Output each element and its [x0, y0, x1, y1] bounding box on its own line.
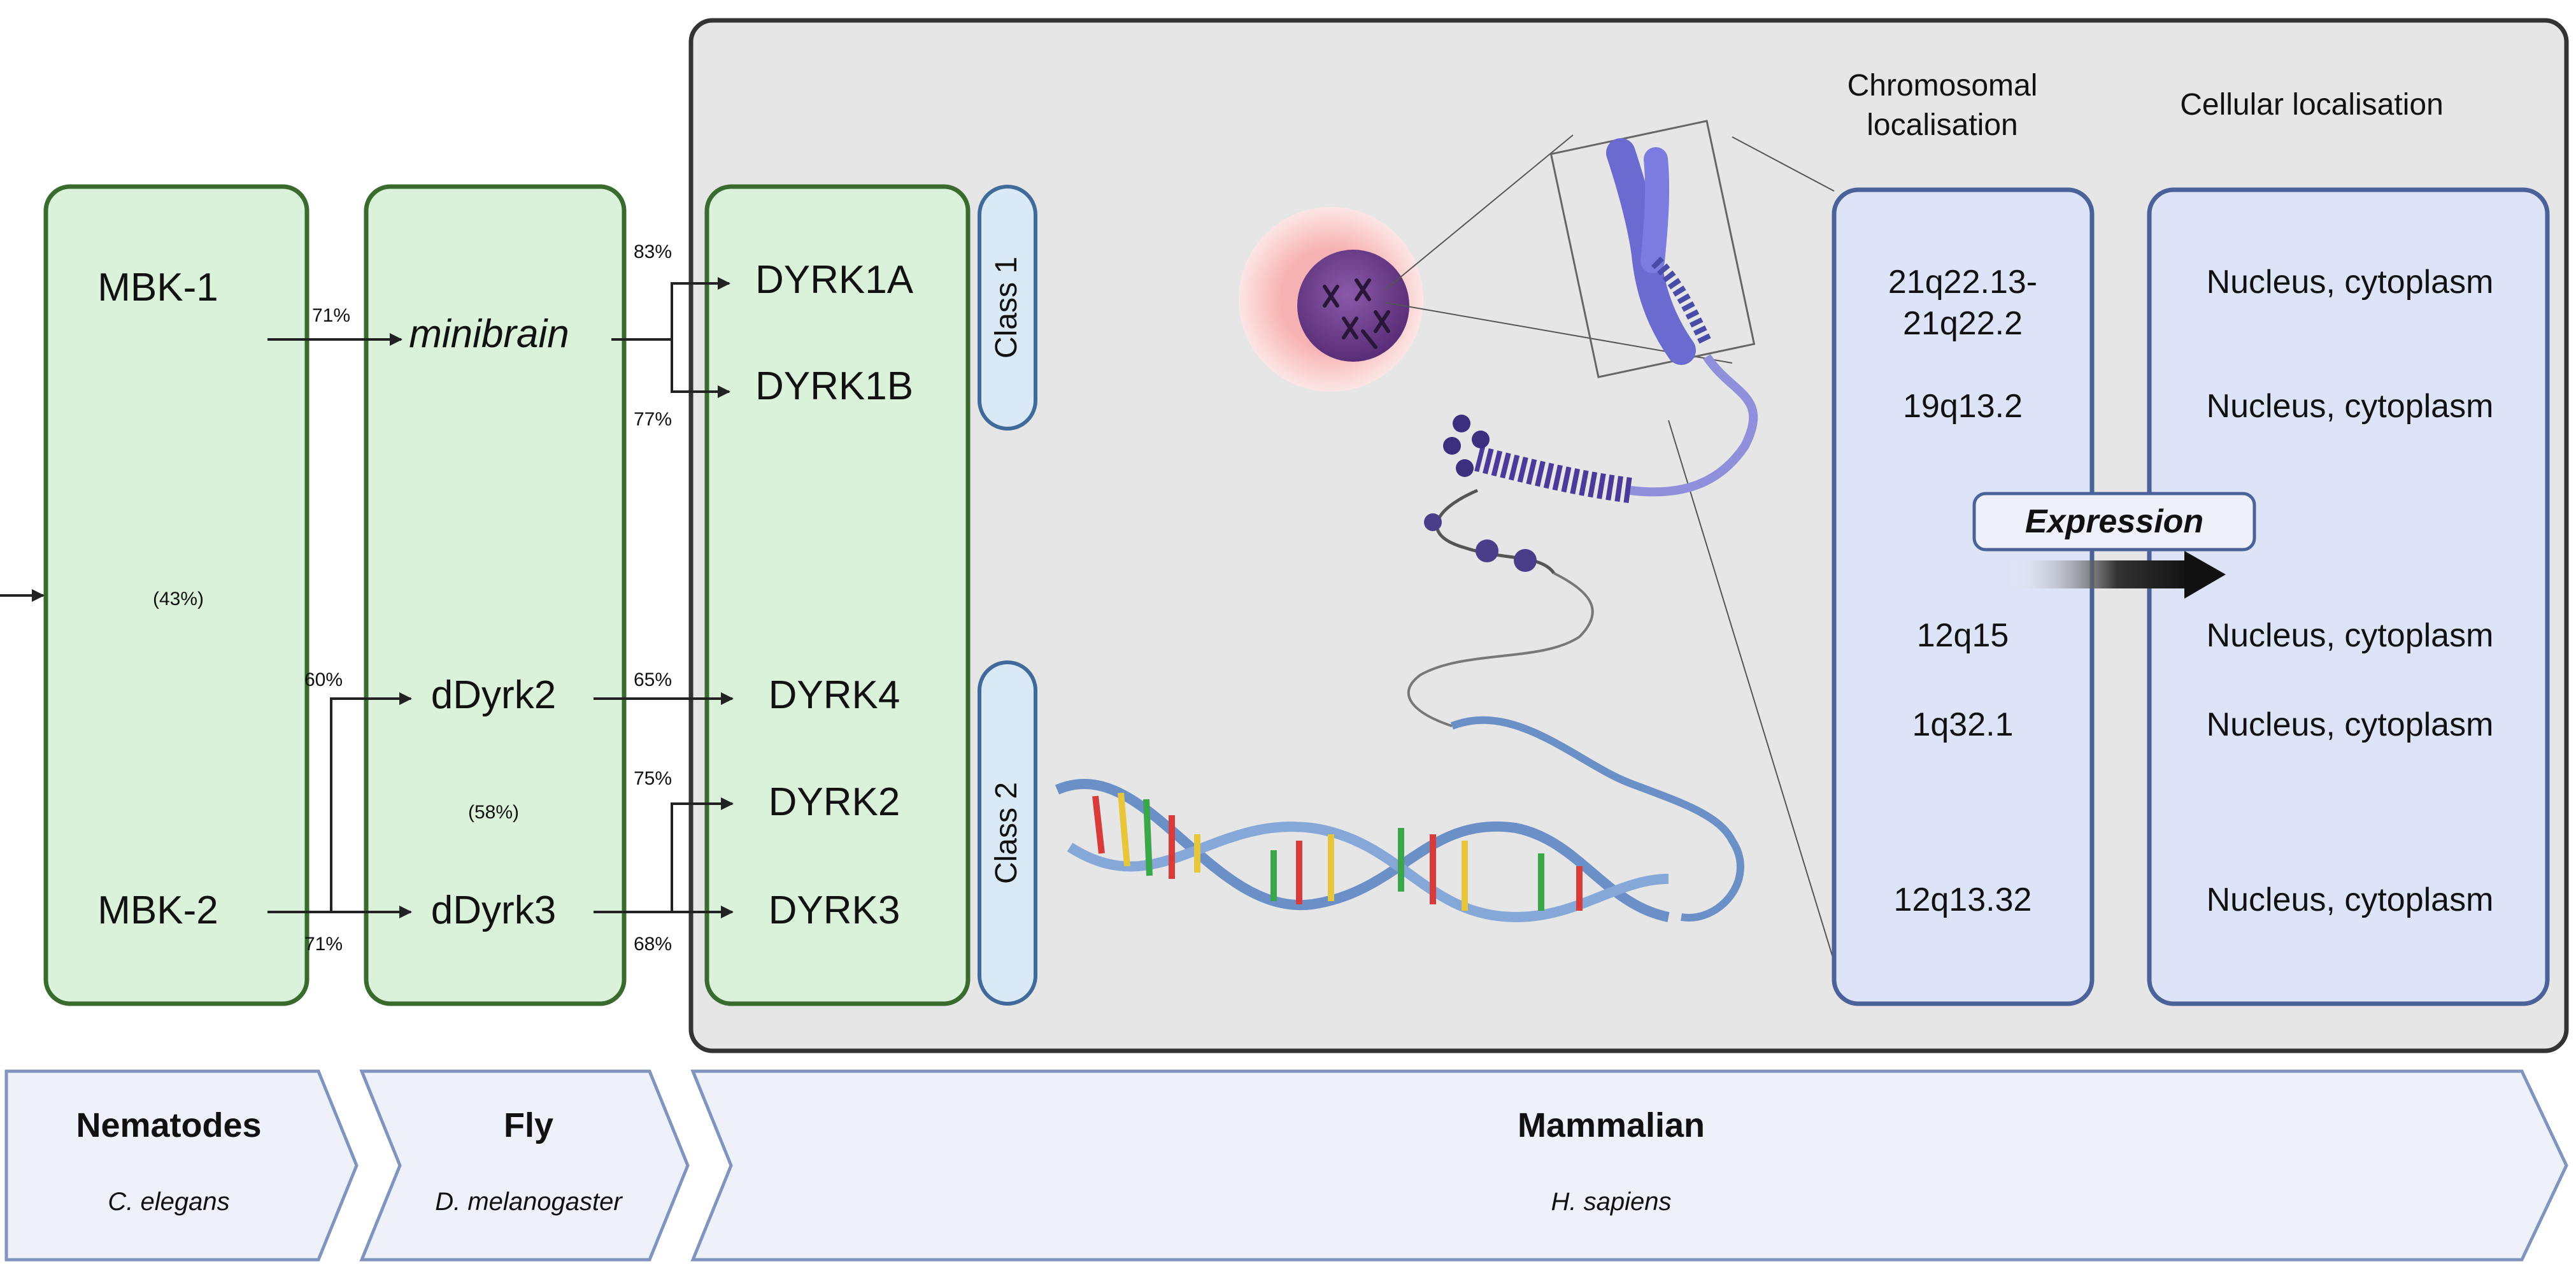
cellular-header: Cellular localisation — [2180, 88, 2444, 122]
chrom-dyrk4: 12q15 — [1917, 617, 2009, 654]
gene-mbk2: MBK-2 — [97, 888, 218, 932]
taxa-chevron-nematodes: Nematodes C. elegans — [4, 1069, 359, 1262]
zoom-line-top — [1732, 136, 1835, 192]
gene-dyrk4: DYRK4 — [769, 673, 900, 717]
fly-identity: (58%) — [468, 802, 519, 823]
chromatin-fiber — [1407, 354, 1758, 727]
gene-dyrk2: DYRK2 — [769, 780, 900, 824]
pct-mbk2-ddyrk3: 71% — [304, 934, 343, 955]
chrom-dyrk1b: 19q13.2 — [1903, 388, 2023, 425]
pct-ddyrk3-dyrk2: 75% — [634, 768, 672, 789]
cellular-box — [2147, 187, 2550, 1006]
gene-dyrk1b: DYRK1B — [755, 364, 913, 408]
gene-dyrk3: DYRK3 — [769, 888, 900, 932]
chrom-dyrk2: 1q32.1 — [1912, 706, 2013, 743]
class2-label: Class 2 — [990, 782, 1023, 884]
expression-label: Expression — [2025, 503, 2203, 540]
mammalian-panel — [688, 18, 2569, 1053]
pct-minibrain-dyrk1a: 83% — [634, 241, 672, 262]
arrow-minibrain-dyrk1a — [671, 277, 730, 339]
taxa-mammalian-species: H. sapiens — [1551, 1188, 1672, 1216]
pct-minibrain-dyrk1b: 77% — [634, 409, 672, 430]
taxa-fly-species: D. melanogaster — [435, 1188, 623, 1216]
cell-dyrk3: Nucleus, cytoplasm — [2207, 881, 2494, 918]
chromosome-zoom — [1384, 120, 1756, 378]
chrom-dyrk1a-line1: 21q22.13- — [1888, 264, 2037, 301]
mammal-gene-box: DYRK1A DYRK1B DYRK4 DYRK2 DYRK3 — [704, 184, 971, 1006]
expression-indicator: Expression — [1972, 492, 2256, 599]
chromosomal-box — [1832, 187, 2095, 1006]
cell-dyrk1b: Nucleus, cytoplasm — [2207, 388, 2494, 425]
gene-ddyrk2: dDyrk2 — [431, 673, 556, 717]
arrow-ddyrk3-dyrk2 — [671, 797, 734, 912]
pct-mbk2-ddyrk2: 60% — [304, 669, 343, 690]
taxa-nematodes-species: C. elegans — [108, 1188, 229, 1216]
class2-pill: Class 2 — [978, 660, 1037, 1006]
arrow-mbk2-ddyrk2 — [330, 692, 412, 912]
fly-box: minibrain dDyrk2 (58%) dDyrk3 — [364, 184, 627, 1006]
dna-helix — [1055, 716, 1744, 923]
cell-dyrk4: Nucleus, cytoplasm — [2207, 617, 2494, 654]
cell-dyrk2: Nucleus, cytoplasm — [2207, 706, 2494, 743]
cell-dyrk1a: Nucleus, cytoplasm — [2207, 264, 2494, 301]
gene-dyrk1a: DYRK1A — [755, 258, 914, 302]
chrom-dyrk3: 12q13.32 — [1894, 881, 2032, 918]
nematode-identity: (43%) — [153, 588, 204, 609]
ortholog-arrows — [0, 277, 734, 918]
pct-ddyrk3-dyrk3: 68% — [634, 934, 672, 955]
gene-mbk1: MBK-1 — [97, 266, 218, 310]
class1-label: Class 1 — [990, 257, 1023, 359]
chromosomal-header-line2: localisation — [1867, 108, 2017, 142]
class1-pill: Class 1 — [978, 185, 1037, 431]
gene-minibrain: minibrain — [409, 312, 569, 356]
chromosomal-header-line1: Chromosomal — [1847, 69, 2038, 103]
nematodes-box: MBK-1 (43%) MBK-2 — [43, 184, 310, 1006]
taxa-nematodes-name: Nematodes — [76, 1106, 261, 1144]
chrom-dyrk1a-line2: 21q22.2 — [1903, 305, 2023, 342]
taxa-mammalian-name: Mammalian — [1518, 1106, 1705, 1144]
gene-ddyrk3: dDyrk3 — [431, 888, 556, 932]
zoom-line-bottom — [1668, 420, 1835, 962]
taxa-fly-name: Fly — [504, 1106, 553, 1144]
pct-ddyrk2-dyrk4: 65% — [634, 669, 672, 690]
pct-mbk1-minibrain: 71% — [312, 305, 350, 326]
cell-illustration — [1239, 207, 1423, 392]
arrow-minibrain-dyrk1b — [671, 339, 730, 398]
taxa-chevron-mammalian: Mammalian H. sapiens — [690, 1069, 2568, 1262]
taxa-chevron-fly: Fly D. melanogaster — [359, 1069, 690, 1262]
